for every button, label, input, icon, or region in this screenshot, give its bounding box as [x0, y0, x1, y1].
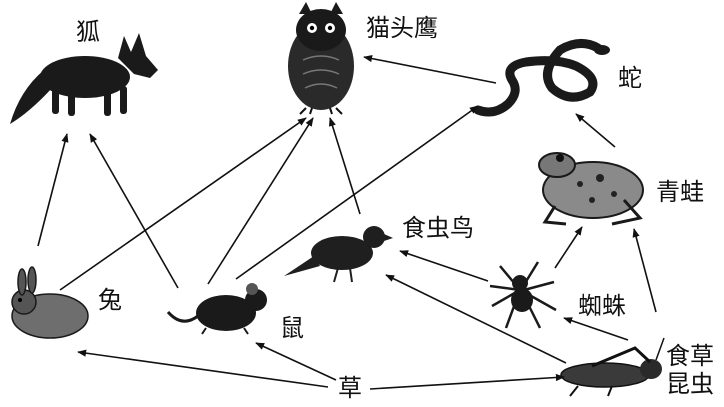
- snake-label: 蛇: [618, 64, 642, 92]
- arrow-grass-to-mouse: [255, 342, 337, 381]
- bird-icon: [284, 226, 393, 283]
- arrow-mouse-to-owl: [207, 117, 314, 285]
- fox-icon: [10, 33, 158, 124]
- arrow-spider-to-frog: [554, 226, 583, 269]
- spider-icon: [489, 261, 557, 329]
- fox-label: 狐: [76, 18, 100, 46]
- grass-label: 草: [338, 374, 362, 402]
- frog-icon: [538, 152, 644, 226]
- arrow-bird-to-owl: [328, 117, 361, 215]
- rabbit-icon: [11, 266, 89, 339]
- snake-icon: [473, 39, 610, 117]
- arrow-grass-to-grasshopper: [369, 373, 565, 390]
- arrow-spider-to-bird: [399, 250, 489, 282]
- arrow-grasshopper-to-frog: [632, 228, 657, 313]
- arrow-grass-to-rabbit: [77, 349, 329, 388]
- arrow-rabbit-to-owl: [59, 117, 307, 291]
- arrow-grasshopper-to-spider: [563, 317, 629, 341]
- food-web-arrows: [37, 55, 657, 390]
- mouse-icon: [166, 283, 267, 335]
- grasshopper-label: 食草 昆虫: [666, 342, 714, 398]
- arrow-mouse-to-snake: [235, 105, 479, 280]
- spider-label: 蜘蛛: [578, 292, 626, 320]
- owl-icon: [288, 2, 354, 115]
- arrow-rabbit-to-fox: [37, 133, 69, 247]
- bird-label: 食虫鸟: [402, 214, 474, 242]
- mouse-label: 鼠: [280, 314, 304, 342]
- grasshopper-label-line1: 食草: [666, 342, 714, 370]
- arrow-grasshopper-to-bird: [385, 274, 567, 364]
- owl-label: 猫头鹰: [366, 14, 438, 42]
- arrow-mouse-to-fox: [89, 133, 179, 289]
- grasshopper-icon: [560, 337, 665, 397]
- arrow-frog-to-snake: [575, 113, 616, 148]
- frog-label: 青蛙: [656, 178, 704, 206]
- arrow-snake-to-owl: [363, 55, 497, 84]
- grasshopper-label-line2: 昆虫: [666, 370, 714, 398]
- rabbit-label: 兔: [98, 286, 122, 314]
